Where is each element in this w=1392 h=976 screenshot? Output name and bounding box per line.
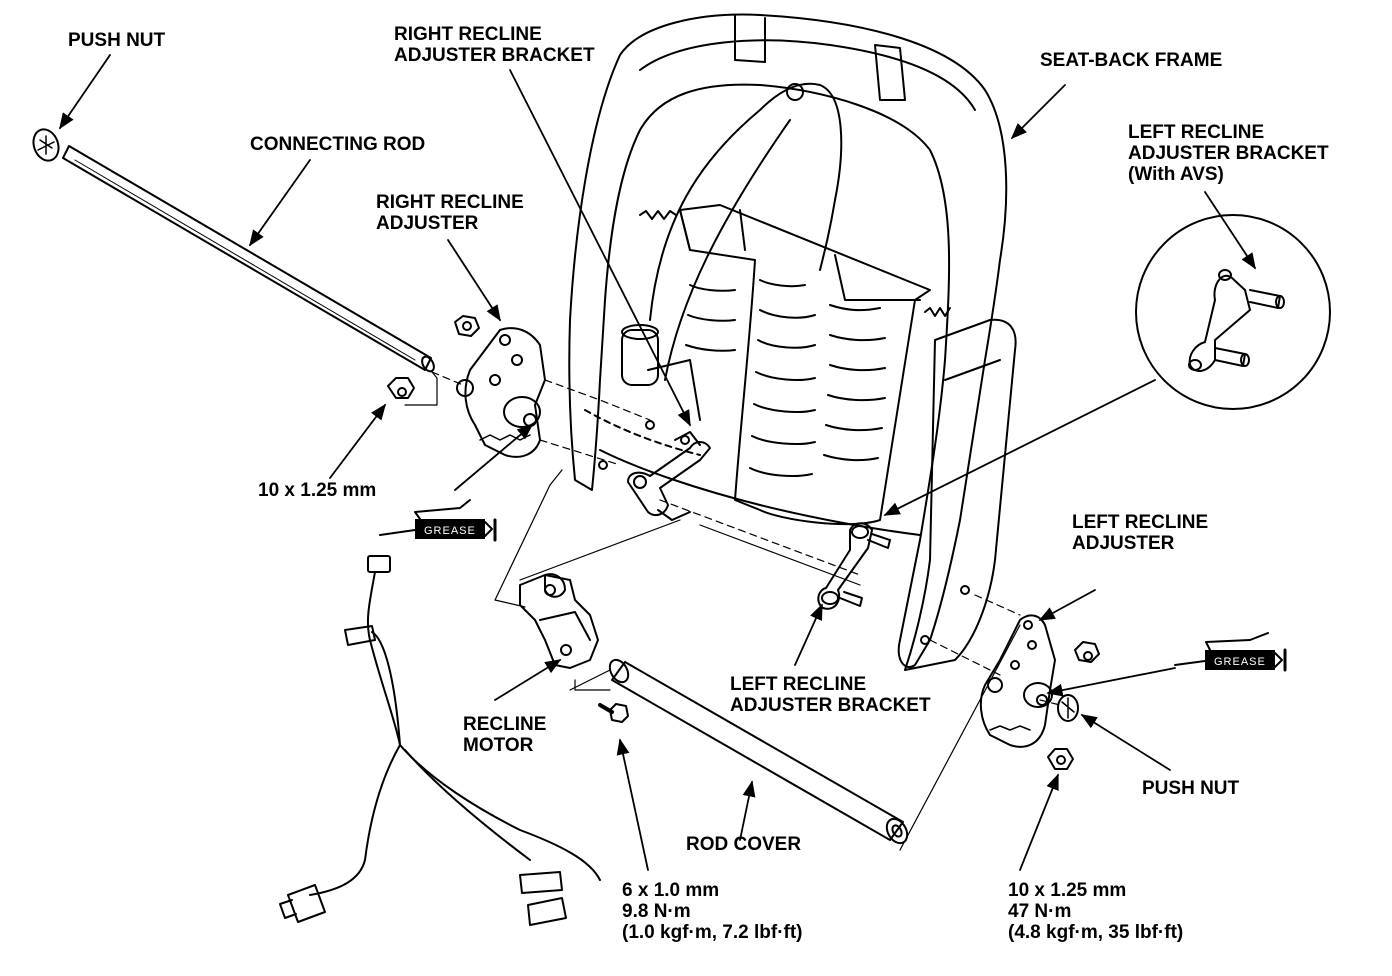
push-nut-top [32, 128, 60, 162]
avs-detail-circle [1135, 214, 1331, 410]
lumbar-slots [685, 279, 886, 477]
left-adjuster-nut-top [1074, 641, 1100, 663]
label-push-nut-top: PUSH NUT [68, 30, 166, 51]
label-recline-motor: RECLINE MOTOR [463, 714, 547, 756]
label-bolt-left: 10 x 1.25 mm [258, 480, 377, 501]
grease-gun-left: GREASE [379, 499, 497, 542]
right-recline-adjuster-bracket [627, 431, 711, 521]
label-left-recline-adjuster-bracket: LEFT RECLINE ADJUSTER BRACKET [730, 674, 931, 716]
connecting-rod [62, 145, 435, 373]
wire-harness [279, 555, 601, 926]
grease-gun-right: GREASE [1174, 632, 1287, 672]
recline-motor [519, 573, 599, 669]
assembly-lines [431, 371, 1061, 706]
rod-cover [608, 658, 909, 845]
label-seat-back-frame: SEAT-BACK FRAME [1040, 50, 1223, 71]
label-rod-cover: ROD COVER [686, 834, 802, 855]
left-recline-adjuster-bracket [817, 522, 891, 610]
left-adjuster-nut-bottom [1047, 748, 1074, 770]
label-right-recline-adjuster: RIGHT RECLINE ADJUSTER [376, 192, 524, 234]
grease-tag-left: GREASE [424, 525, 476, 537]
right-adjuster-nut-top [454, 315, 480, 337]
label-bolt-motor: 6 x 1.0 mm 9.8 N·m (1.0 kgf·m, 7.2 lbf·f… [622, 880, 803, 943]
label-right-recline-adjuster-bracket: RIGHT RECLINE ADJUSTER BRACKET [394, 24, 595, 66]
right-adjuster-nut-bottom [387, 377, 415, 399]
motor-bolt [598, 703, 629, 723]
leader-lines [404, 371, 1021, 851]
label-left-recline-adjuster: LEFT RECLINE ADJUSTER [1072, 512, 1209, 554]
label-connecting-rod: CONNECTING ROD [250, 134, 426, 155]
seat-back-frame [568, 13, 1017, 671]
label-bolt-right: 10 x 1.25 mm 47 N·m (4.8 kgf·m, 35 lbf·f… [1008, 880, 1184, 943]
grease-tag-right: GREASE [1214, 656, 1266, 668]
right-recline-adjuster [456, 327, 546, 458]
label-push-nut-bottom: PUSH NUT [1142, 778, 1240, 799]
push-nut-bottom [1057, 694, 1079, 722]
left-recline-adjuster [979, 614, 1056, 748]
callout-arrows [59, 54, 1256, 871]
label-left-recline-adjuster-bracket-avs: LEFT RECLINE ADJUSTER BRACKET (With AVS) [1128, 122, 1329, 185]
